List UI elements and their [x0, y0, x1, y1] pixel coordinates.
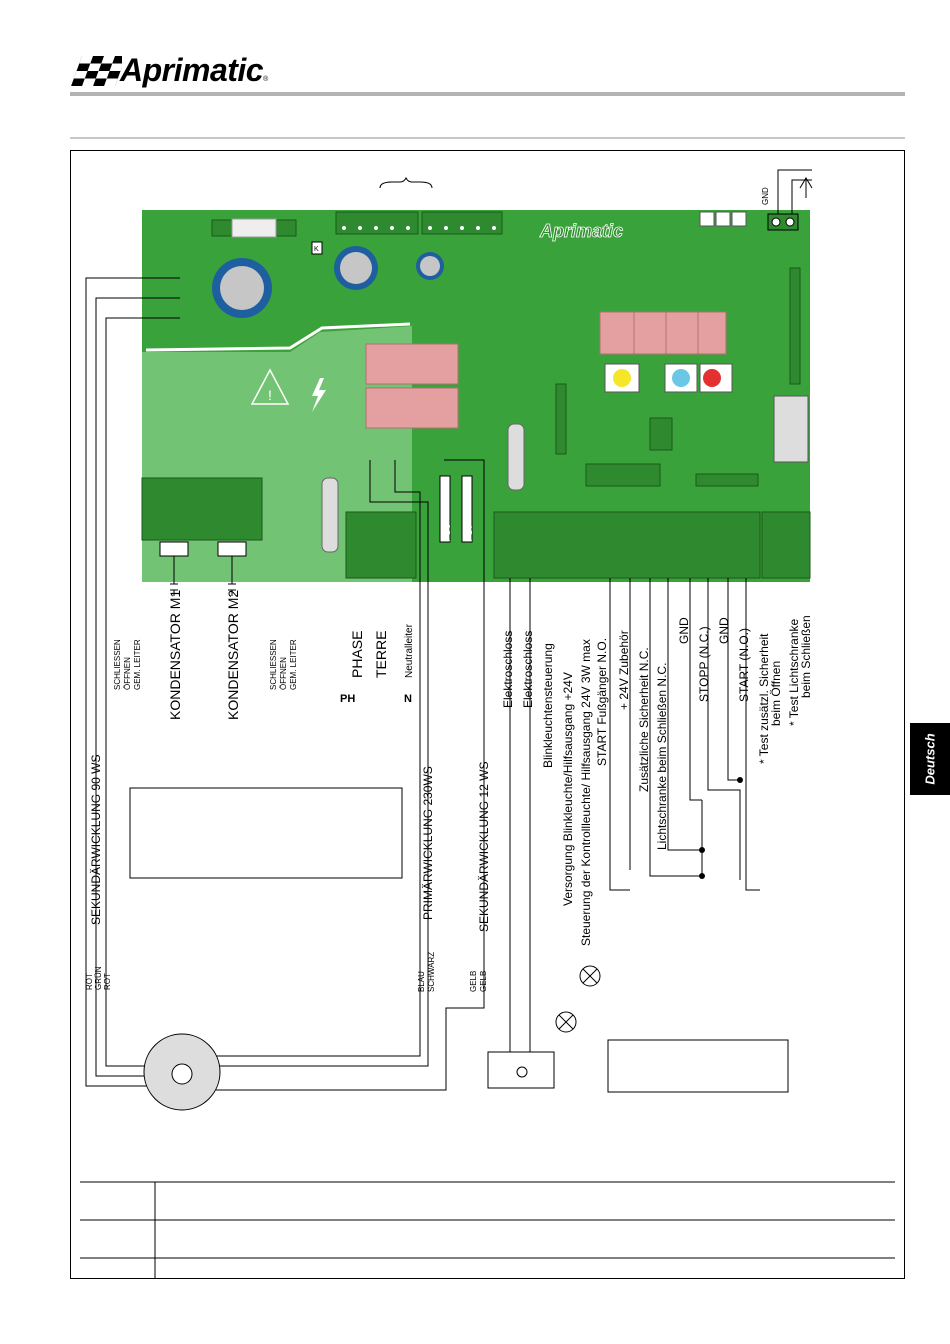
terminal-test-sicherheit: * Test zusätzl. Sicherheit	[757, 633, 771, 764]
header-rule	[70, 92, 905, 96]
svg-text:!: !	[268, 387, 272, 403]
label-sekundar-90: SEKUNDÄRWICKLUNG 90 WS	[89, 755, 103, 925]
blue-button[interactable]	[672, 369, 690, 387]
label-terre: TERRE	[373, 631, 389, 678]
terminal-24v-zubehor: + 24V Zubehör	[617, 630, 631, 710]
wire-rot-1: ROT	[85, 973, 94, 990]
terminal-beim-offnen: beim Öffnen	[769, 661, 783, 726]
fs6-label: FS6	[442, 523, 453, 542]
terminal-elektroschloss-1: Elektroschloss	[501, 631, 515, 708]
terminal-beim-schliessen: beim Schließen	[799, 615, 813, 698]
m2-offnen: ÖFFNEN	[279, 657, 288, 690]
power-terminal-block	[345, 511, 417, 579]
fuse-right	[507, 423, 525, 491]
red-button[interactable]	[703, 369, 721, 387]
motor-terminal-block	[141, 477, 263, 541]
k-label-box	[311, 241, 323, 255]
diagram-frame	[70, 150, 905, 1279]
wire-blau: BLAU	[417, 971, 426, 992]
terminal-elektroschloss-2: Elektroschloss	[521, 631, 535, 708]
pin-strip	[789, 267, 801, 385]
terminal-lichtschranke: Lichtschranke beim Schließen N.C.	[655, 663, 669, 850]
label-sekundar-12: SEKUNDÄRWICKLUNG 12 WS	[477, 762, 491, 932]
terminal-start-fussganger: START Fußgänger N.O.	[595, 638, 609, 766]
wire-rot-2: ROT	[103, 973, 112, 990]
brand-name: Aprimatic®	[120, 52, 268, 88]
wire-schwarz: SCHWARZ	[427, 952, 436, 992]
fuse-fs6	[439, 475, 451, 543]
test-terminal-block	[761, 511, 811, 579]
m1-schliessen: SCHLIESSEN	[113, 639, 122, 690]
wire-gruen: GRÜN	[94, 966, 103, 990]
lightning-icon	[312, 378, 326, 412]
board-brand: Aprimatic	[539, 221, 623, 241]
header-rule-thin	[70, 137, 905, 139]
top-connector-block	[335, 176, 503, 235]
terminal-kontrollleuchte: Steuerung der Kontrollleuchte/ Hilfsausg…	[579, 639, 593, 946]
m1-offnen: ÖFFNEN	[123, 657, 132, 690]
terminal-gnd-2: GND	[717, 617, 731, 644]
k-label: K	[314, 246, 319, 253]
m1-gem-leiter: GEM. LEITER	[133, 639, 142, 690]
relay-bank	[599, 311, 727, 355]
wire-gelb-2: GELB	[479, 971, 488, 992]
m2-schliessen: SCHLIESSEN	[269, 639, 278, 690]
m2-gem-leiter: GEM. LEITER	[289, 639, 298, 690]
terminal-versorgung: Versorgung Blinkleuchte/Hilfsausgang +24…	[561, 672, 575, 906]
wires	[85, 277, 531, 1091]
main-fuse	[211, 218, 297, 238]
terminal-test-lichtschranke: * Test Lichtschranke	[787, 619, 801, 726]
label-ph: PH	[340, 693, 355, 705]
label-n: N	[404, 693, 412, 705]
fuse-left	[321, 477, 339, 553]
language-tab: Deutsch	[910, 723, 950, 795]
label-phase: PHASE	[349, 631, 365, 678]
switch-wiring	[609, 578, 760, 891]
checkered-flag-icon	[71, 56, 122, 86]
label-primar-230: PRIMÄRWICKLUNG 230WS	[421, 766, 435, 920]
warning-icon	[250, 368, 290, 405]
fs7-label: FS7	[464, 523, 475, 542]
legend-box	[607, 1039, 789, 1093]
terminal-zus-sicherheit: Zusätzliche Sicherheit N.C.	[637, 647, 651, 792]
expansion-connector	[773, 395, 809, 463]
bottom-table	[80, 1181, 895, 1278]
label-kondensator-m1: KONDENSATOR M1	[167, 590, 183, 720]
antenna-gnd-label: GND	[761, 187, 770, 205]
yellow-button[interactable]	[613, 369, 631, 387]
terminal-blinkleuchtensteuerung: Blinkleuchtensteuerung	[541, 643, 555, 768]
terminal-gnd-1: GND	[677, 617, 691, 644]
label-neutral: Neutralleiter	[404, 623, 415, 678]
fuse-fs7	[461, 475, 473, 543]
terminal-stopp: STOPP (N.C.)	[697, 626, 711, 702]
relay-bank-left	[365, 343, 459, 429]
wire-gelb-1: GELB	[469, 971, 478, 992]
label-kondensator-m2: KONDENSATOR M2	[225, 590, 241, 720]
note-box	[129, 787, 403, 879]
control-terminal-block	[493, 511, 761, 579]
terminal-start: START (N.O.)	[737, 628, 751, 702]
